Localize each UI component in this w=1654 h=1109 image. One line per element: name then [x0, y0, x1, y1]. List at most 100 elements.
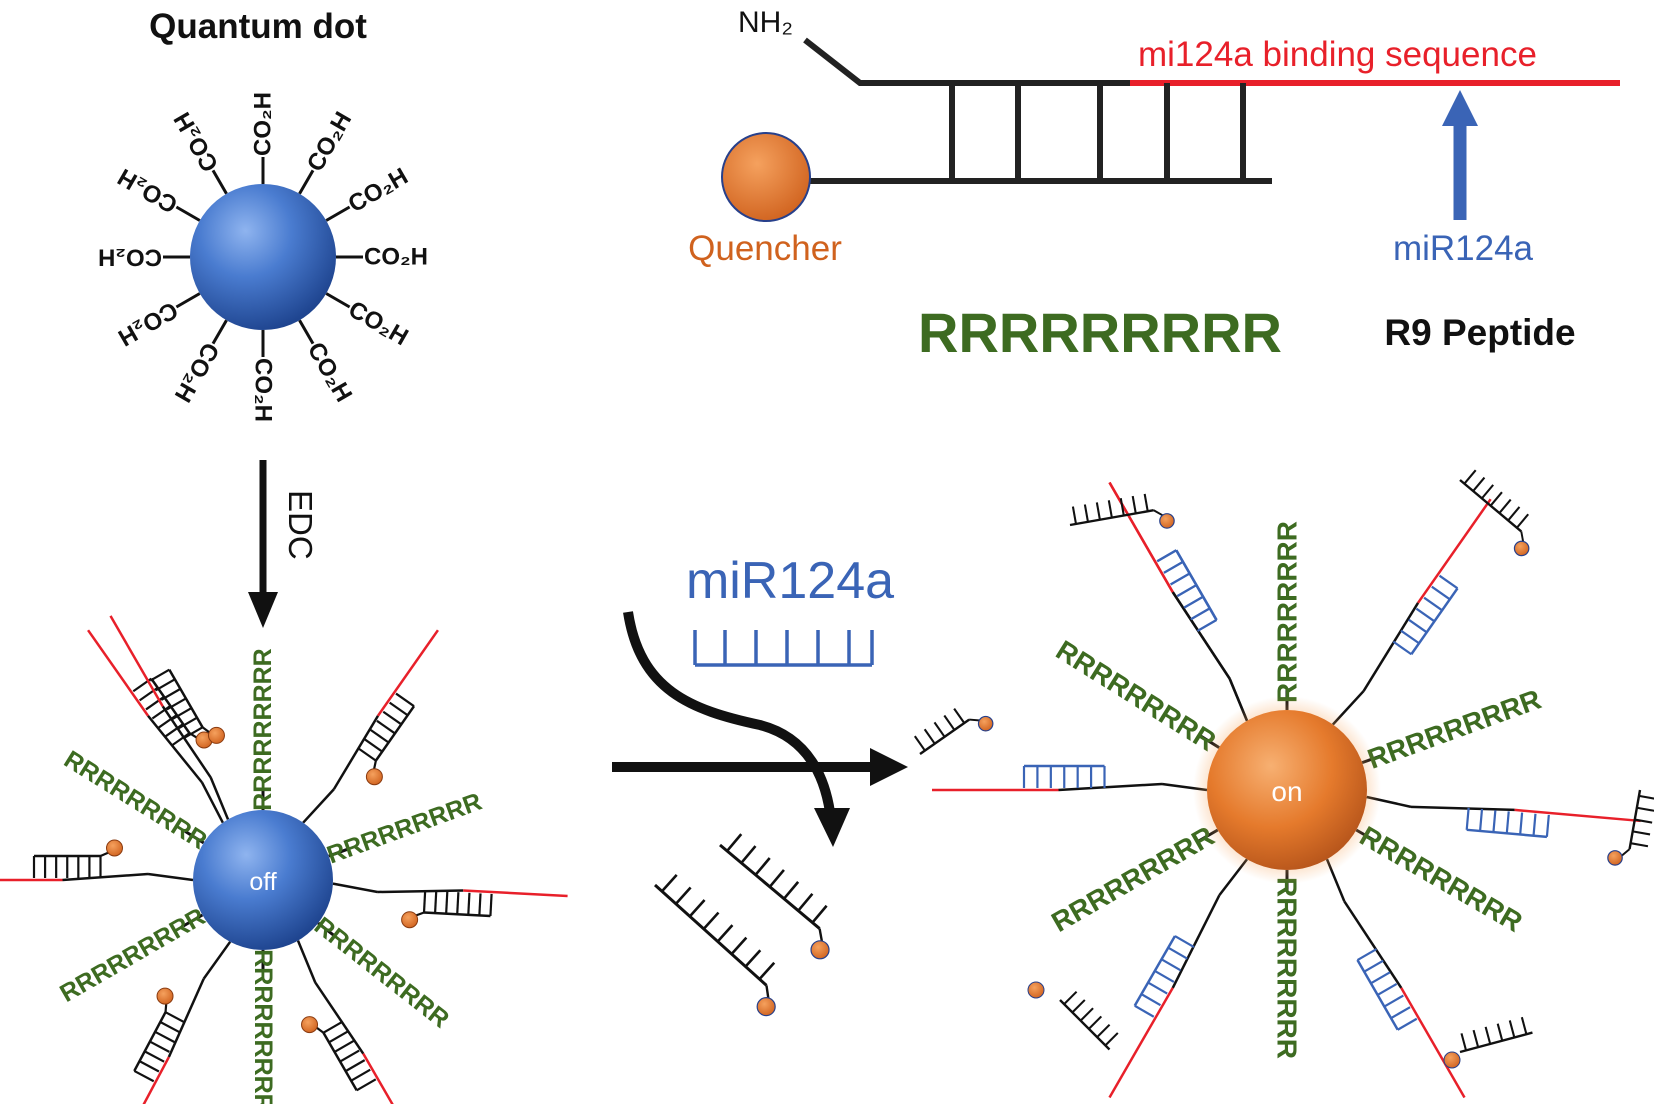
peptide-label: R9 Peptide — [1384, 312, 1575, 353]
base-pair — [1438, 574, 1459, 590]
base-pair — [1190, 607, 1211, 621]
base-pair — [1400, 629, 1420, 645]
strand-base — [730, 936, 748, 955]
probe-panel: NH₂ mi124a binding sequence Quencher miR… — [688, 6, 1620, 364]
strand-base — [1481, 484, 1494, 500]
quencher-ball — [106, 839, 123, 857]
strand-base — [1632, 830, 1651, 836]
base-pair — [376, 719, 396, 735]
co2h-label: CO₂H — [344, 163, 413, 218]
base-pair — [170, 732, 191, 747]
strand-base — [1131, 495, 1137, 514]
binding-region — [139, 1056, 170, 1109]
probe-strand — [167, 978, 205, 1058]
probe-linker — [302, 788, 335, 824]
base-pair — [369, 728, 390, 744]
released-quencher-strands — [653, 708, 994, 1017]
base-pair — [1170, 572, 1191, 586]
probe-strand — [161, 705, 212, 779]
base-pair — [489, 893, 493, 917]
strand-base — [768, 869, 785, 888]
strand-base — [740, 845, 757, 864]
ligand-bond — [298, 169, 315, 195]
co2h-label: CO₂H — [250, 358, 277, 422]
base-pair — [1392, 640, 1412, 656]
binding-region — [1400, 987, 1466, 1099]
base-pair — [165, 1011, 186, 1024]
peptide-label: RRRRRRRRR — [59, 745, 212, 855]
strand-base — [1119, 497, 1125, 516]
strand-base — [1516, 513, 1530, 529]
base-pair — [1363, 959, 1384, 973]
ligand-bond — [325, 292, 351, 309]
base-pair — [155, 678, 176, 692]
peptide-linker — [317, 921, 337, 938]
probe-linker — [332, 882, 378, 894]
binding-region — [376, 629, 439, 717]
complement-strand — [374, 705, 416, 762]
base-pair — [1377, 982, 1398, 996]
base-pair — [1465, 807, 1470, 830]
amine-label: NH₂ — [738, 6, 793, 39]
base-pair — [1196, 618, 1218, 632]
curved-arrow-head — [814, 808, 850, 847]
strand-base — [933, 721, 946, 738]
peptide-label: RRRRRRRRR — [1355, 820, 1528, 938]
base-pair — [144, 1050, 165, 1063]
quencher-ball — [1159, 513, 1175, 529]
quencher-ball — [207, 726, 225, 744]
strand-base — [783, 881, 800, 900]
base-pair — [1519, 812, 1524, 835]
base-pair — [1176, 584, 1197, 598]
strand-base — [1507, 506, 1521, 522]
binding-region — [1417, 498, 1492, 604]
base-pair — [422, 890, 427, 913]
quencher-ball — [810, 940, 830, 960]
base-pair — [1408, 618, 1428, 634]
strand-base — [688, 899, 706, 918]
peptide-label: RRRRRRRRR — [1363, 683, 1545, 774]
base-pair — [467, 892, 471, 915]
base-pair — [1174, 935, 1195, 949]
co2h-label: CO₂H — [113, 163, 182, 218]
strand-base — [716, 924, 734, 943]
strand-base — [1489, 491, 1503, 507]
off-label: off — [249, 868, 276, 896]
on-quantum-dot — [1207, 710, 1367, 870]
strand-base — [1096, 1023, 1111, 1038]
quencher-ball — [756, 997, 776, 1017]
co2h-label: CO₂H — [169, 107, 224, 176]
probe-strand — [62, 872, 149, 882]
on-label: on — [1271, 776, 1302, 807]
probe-linker — [209, 776, 230, 820]
peptide-label: RRRRRRRRR — [1046, 820, 1219, 938]
co2h-label: CO₂H — [364, 244, 428, 271]
peptide-label: RRRRRRRRR — [323, 788, 485, 870]
base-pair — [1532, 813, 1537, 836]
quencher-ball — [1027, 981, 1045, 999]
base-pair — [149, 1040, 170, 1053]
co2h-label: CO₂H — [113, 296, 182, 351]
co2h-label: CO₂H — [169, 338, 224, 407]
ligand-bond — [298, 319, 315, 345]
strand-base — [754, 857, 771, 876]
probe-strand — [377, 889, 464, 894]
reaction-panel: miR124a — [612, 552, 994, 1017]
strand-base — [1520, 1016, 1528, 1035]
quantum-dot-title: Quantum dot — [149, 7, 367, 46]
binding-sequence-label: mi124a binding sequence — [1138, 35, 1537, 74]
ligand-bond — [325, 205, 351, 222]
base-pair — [1160, 958, 1182, 972]
strand-base — [953, 708, 966, 724]
probe-linker — [200, 781, 224, 824]
peptide-label: RRRRRRRRR — [309, 912, 454, 1034]
base-pair — [133, 1069, 155, 1083]
strand-base — [726, 833, 743, 852]
co2h-label: CO₂H — [250, 92, 277, 156]
strand-base — [1095, 502, 1101, 520]
probe-linker — [202, 941, 232, 980]
strand-base — [1063, 990, 1078, 1005]
base-pair — [456, 892, 460, 915]
base-pair — [382, 710, 402, 726]
base-pair — [160, 687, 181, 701]
